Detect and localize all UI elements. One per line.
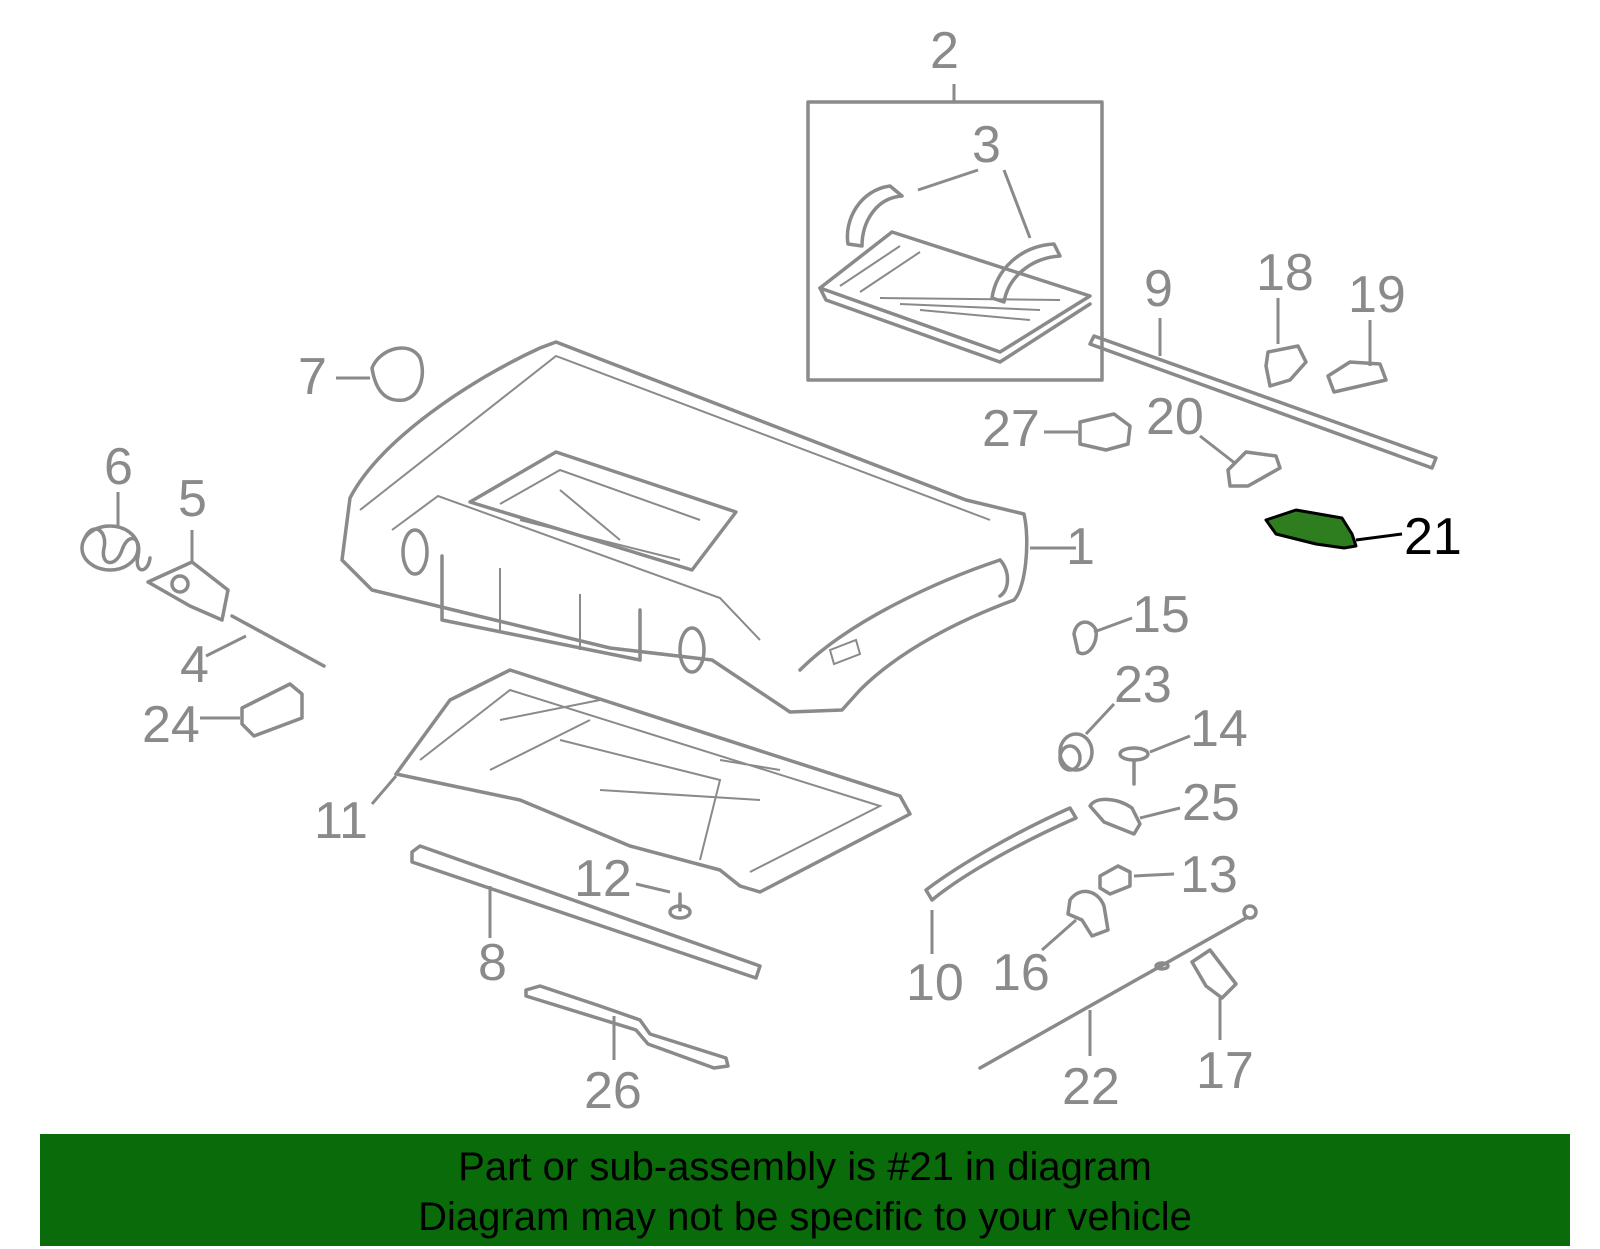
part-10-seal <box>924 806 1078 902</box>
leader-13 <box>1133 872 1175 878</box>
banner-line-2: Diagram may not be specific to your vehi… <box>418 1195 1192 1239</box>
part-22-release-cable <box>978 904 1258 1070</box>
part-15-clip <box>1072 620 1098 656</box>
callout-11: 11 <box>314 792 368 850</box>
leader-3b <box>1002 169 1032 239</box>
callout-16: 16 <box>992 944 1050 1002</box>
callout-8: 8 <box>478 934 507 992</box>
callout-27: 27 <box>982 400 1040 458</box>
part-11-insulator <box>394 668 912 894</box>
callout-6: 6 <box>104 438 133 496</box>
part-17 <box>1190 948 1238 1000</box>
callout-10: 10 <box>906 954 964 1012</box>
callout-4: 4 <box>180 636 209 694</box>
callout-17: 17 <box>1196 1042 1254 1100</box>
callout-15: 15 <box>1132 586 1190 644</box>
part-27 <box>1078 412 1132 452</box>
part-25 <box>1088 797 1142 836</box>
part-1-hood <box>340 340 1029 714</box>
part-2-inset-box <box>806 100 1104 382</box>
callout-14: 14 <box>1190 700 1248 758</box>
part-5-latch <box>146 560 326 668</box>
part-6-spring <box>80 524 152 572</box>
part-8-seal <box>410 844 762 980</box>
part-13 <box>1098 864 1132 896</box>
callout-26: 26 <box>584 1062 642 1120</box>
callout-25: 25 <box>1182 774 1240 832</box>
callout-12: 12 <box>574 850 632 908</box>
leader-4 <box>205 634 247 658</box>
part-14-clip <box>1118 746 1150 786</box>
callout-7: 7 <box>298 348 327 406</box>
leader-3a <box>917 168 979 192</box>
part-12-bumper <box>668 892 692 920</box>
leader-20 <box>1199 434 1237 466</box>
leader-16 <box>1041 918 1077 952</box>
leader-14 <box>1149 734 1191 754</box>
part-7 <box>370 346 425 403</box>
callout-5: 5 <box>178 470 207 528</box>
callout-20: 20 <box>1146 388 1204 446</box>
leader-11 <box>370 775 398 805</box>
leader-25 <box>1139 806 1181 820</box>
callout-2: 2 <box>930 22 959 80</box>
part-24 <box>240 682 304 738</box>
callout-21: 21 <box>1404 508 1462 566</box>
part-26-rod <box>524 984 730 1070</box>
leader-23 <box>1084 702 1116 736</box>
part-19 <box>1326 360 1388 394</box>
callout-18: 18 <box>1256 244 1314 302</box>
callout-3: 3 <box>972 116 1001 174</box>
callout-23: 23 <box>1114 656 1172 714</box>
part-20 <box>1226 450 1282 488</box>
banner-line-1: Part or sub-assembly is #21 in diagram <box>458 1145 1152 1189</box>
part-18 <box>1264 344 1308 388</box>
leader-15 <box>1093 616 1133 634</box>
part-9-weatherstrip <box>1088 334 1438 470</box>
info-banner: Part or sub-assembly is #21 in diagram D… <box>40 1134 1570 1246</box>
callout-13: 13 <box>1180 846 1238 904</box>
callout-22: 22 <box>1062 1058 1120 1116</box>
callout-9: 9 <box>1144 260 1173 318</box>
callout-24: 24 <box>142 696 200 754</box>
callout-19: 19 <box>1348 266 1406 324</box>
part-21-highlighted <box>1264 508 1358 550</box>
part-16 <box>1066 889 1110 938</box>
leader-12 <box>635 882 671 894</box>
part-23-grommet <box>1058 732 1094 772</box>
leader-21 <box>1355 532 1403 542</box>
callout-1: 1 <box>1066 518 1095 576</box>
